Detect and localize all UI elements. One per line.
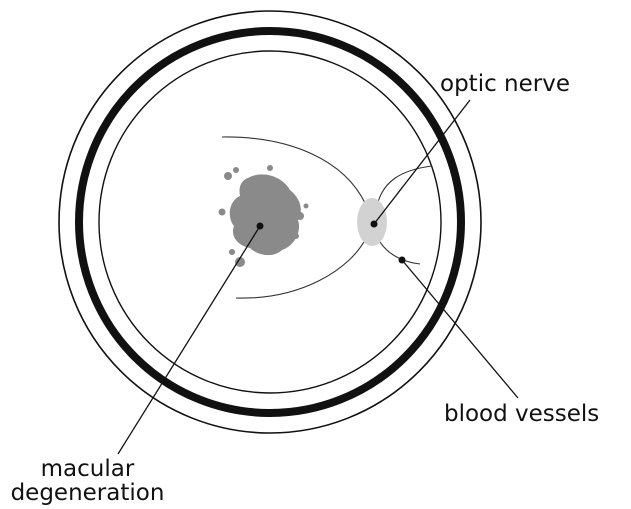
macular-degeneration-label: macular degeneration [0,457,175,505]
blood-vessels-leader [402,260,518,398]
optic-nerve-label: optic nerve [440,72,570,96]
macular-label-line1: macular [0,457,175,481]
macular-label-line2: degeneration [0,481,175,505]
optic-nerve-leader [374,100,470,224]
macular-leader [118,226,260,454]
macular-degeneration-spot [219,165,309,267]
blood-vessels-label: blood vessels [444,402,599,426]
